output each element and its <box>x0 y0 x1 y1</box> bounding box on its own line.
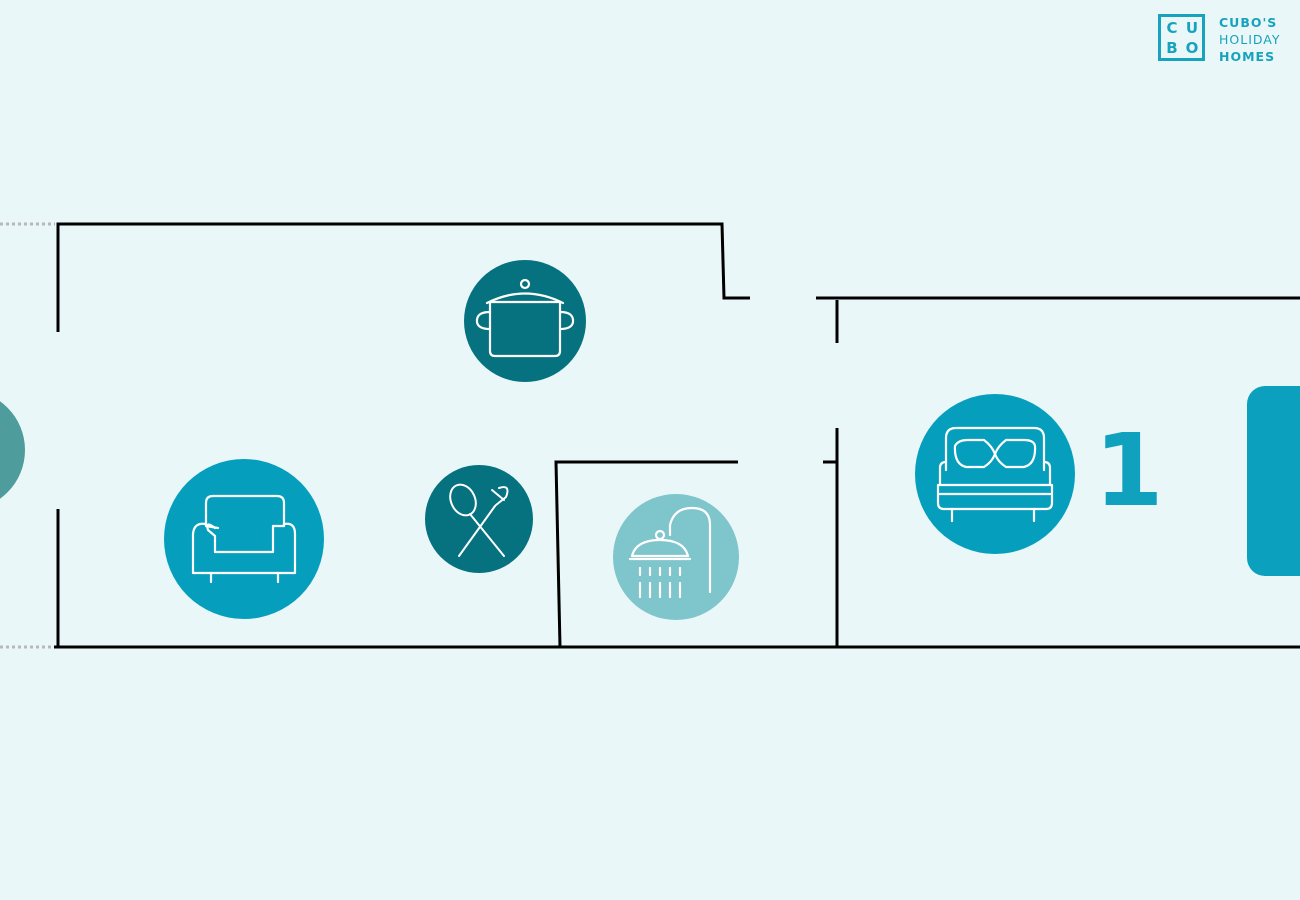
wall-top-left <box>56 222 750 332</box>
living-room-marker <box>164 459 324 619</box>
bedroom-number: 1 <box>1094 412 1164 529</box>
brand-logo: C U B O CUBO'S HOLIDAY HOMES <box>1158 14 1294 66</box>
logo-line-3: HOMES <box>1219 49 1276 64</box>
living-room-circle <box>164 459 324 619</box>
logo-line-1: CUBO'S <box>1219 15 1278 30</box>
kitchen-marker <box>464 260 586 382</box>
armchair-icon <box>191 494 297 584</box>
logo-letter-c: C <box>1166 19 1178 37</box>
logo-letter-b: B <box>1166 39 1178 57</box>
double-bed-icon <box>936 426 1054 523</box>
walls <box>54 222 1300 649</box>
kitchen-circle <box>464 260 586 382</box>
dining-marker <box>425 465 533 573</box>
logo-line-2: HOLIDAY <box>1219 32 1281 47</box>
wall-bathroom <box>554 460 738 648</box>
shower-icon <box>628 506 712 599</box>
logo-box: C U B O <box>1158 14 1205 61</box>
bedroom-marker <box>915 394 1075 554</box>
bathroom-marker <box>613 494 739 620</box>
side-tab[interactable] <box>1247 386 1300 576</box>
logo-letter-u: U <box>1185 19 1199 37</box>
cooking-pot-icon <box>475 278 575 358</box>
logo-letter-o: O <box>1185 39 1199 57</box>
dining-circle <box>425 465 533 573</box>
spoon-fork-icon <box>449 483 509 557</box>
left-room-circle <box>0 401 25 499</box>
